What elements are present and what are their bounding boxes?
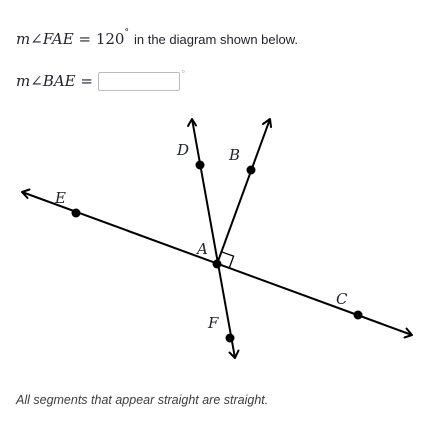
arrow-b-icon	[262, 118, 272, 128]
given-degree: °	[124, 28, 129, 38]
label-b: B	[228, 146, 240, 164]
question-m: m	[16, 72, 31, 90]
point-a	[212, 259, 222, 269]
question-expression: m∠BAE =	[16, 72, 93, 90]
point-b	[246, 165, 256, 175]
arrow-d-icon	[187, 118, 197, 127]
right-angle-marker	[221, 251, 235, 269]
point-f	[225, 333, 235, 343]
label-e: E	[54, 189, 66, 207]
given-text: in the diagram shown below.	[133, 31, 299, 47]
arrow-f-icon	[228, 349, 240, 359]
given-statement: m∠FAE = 120° in the diagram shown below.	[16, 28, 298, 50]
label-d: D	[176, 141, 189, 159]
label-f: F	[207, 314, 219, 332]
given-angle-name: FAE	[42, 30, 74, 48]
question-statement: m∠BAE = °	[16, 70, 185, 92]
question-equals: =	[80, 72, 93, 90]
given-expression: m∠FAE = 120	[16, 30, 124, 48]
arrow-c-icon	[403, 327, 413, 339]
label-a: A	[195, 240, 208, 258]
given-m: m	[16, 30, 31, 48]
arrow-e-icon	[21, 188, 31, 199]
answer-input[interactable]	[97, 71, 180, 91]
given-value: 120	[95, 30, 125, 48]
question-angle-name: BAE	[42, 72, 76, 90]
question-angle-symbol: ∠	[30, 72, 43, 90]
point-d	[195, 160, 205, 170]
point-c	[353, 310, 363, 320]
ray-ab	[216, 118, 271, 265]
given-equals: =	[78, 30, 92, 48]
footnote: All segments that appear straight are st…	[16, 393, 269, 407]
point-e	[71, 208, 81, 218]
given-angle-symbol: ∠	[30, 30, 43, 48]
label-c: C	[336, 290, 348, 308]
line-df	[191, 118, 236, 359]
answer-degree: °	[180, 70, 186, 80]
